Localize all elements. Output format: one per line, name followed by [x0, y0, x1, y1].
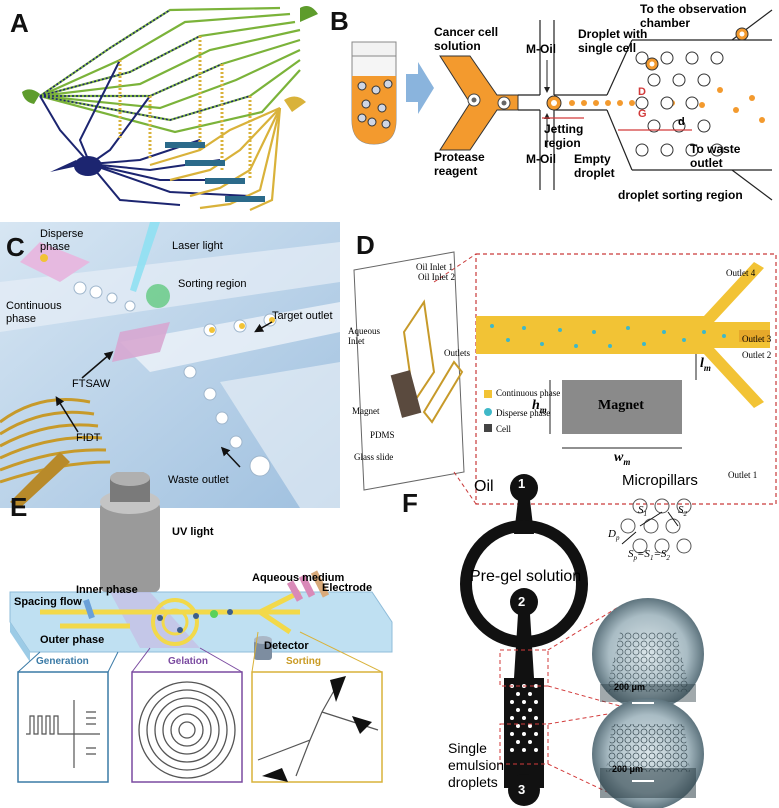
label-sp-equation: Sp=S1=S2 [628, 548, 670, 562]
label-dp-main: D [608, 528, 616, 540]
label-m-oil-top: M-Oil [526, 42, 556, 56]
label-jetting-region: Jetting region [544, 122, 584, 150]
panel-a: A [0, 0, 322, 212]
label-sorting-region: Sorting region [178, 278, 247, 290]
label-outlet-4: Outlet 4 [726, 268, 756, 278]
label-hm-main: h [532, 398, 540, 413]
label-waste-outlet: Waste outlet [168, 474, 229, 486]
label-dp: Dp [608, 528, 619, 542]
label-sp-sub: p [633, 554, 638, 563]
label-lm: lm [700, 356, 711, 373]
label-magnet-big: Magnet [598, 398, 644, 413]
label-spacing-flow: Spacing flow [14, 596, 82, 608]
label-hm-sub: m [539, 404, 547, 415]
label-sp-sub1: 1 [649, 554, 654, 563]
label-wm-main: w [614, 450, 624, 465]
label-sorting: Sorting [286, 656, 321, 667]
label-scale-bar-1: 200 μm [614, 682, 646, 692]
label-to-observation-chamber: To the observation chamber [640, 2, 747, 30]
label-cancer-cell-solution: Cancer cell solution [434, 25, 499, 53]
label-wm: wm [614, 450, 630, 467]
label-continuous-phase: Continuous phase [6, 300, 62, 325]
legend-disperse-phase: Disperse phase [496, 408, 551, 418]
label-hm: hm [532, 398, 547, 415]
label-sp-rest2: =S [653, 548, 667, 560]
label-sp-sub2: 2 [666, 554, 670, 563]
panel-b: B [322, 0, 779, 212]
legend-continuous-phase: Continuous phase [496, 388, 561, 398]
panel-b-droplet-sorting-diagram [351, 9, 773, 201]
label-outlets: Outlets [444, 348, 470, 358]
panel-c-saw-sorting-illustration [0, 222, 340, 508]
label-magnet-small: Magnet [352, 406, 380, 416]
label-glass-slide: Glass slide [354, 452, 394, 462]
label-gelation: Gelation [168, 656, 209, 667]
label-aqueous-inlet: Aqueous Inlet [348, 326, 380, 346]
label-detector: Detector [264, 640, 309, 652]
label-pre-gel-solution: Pre-gel solution [470, 568, 582, 585]
label-outlet-1: Outlet 1 [728, 470, 758, 480]
label-dim-g: G [638, 108, 647, 120]
label-sp-rest: =S [637, 548, 650, 560]
label-empty-droplet: Empty droplet [574, 152, 615, 180]
panel-d: D Oil Inlet 1 Oil Inlet 2 Aqueous Inle [344, 222, 779, 508]
label-oil: Oil [474, 478, 494, 495]
panel-c: C [0, 222, 340, 508]
label-disperse-phase: Disperse phase [40, 228, 84, 253]
label-inner-phase: Inner phase [76, 584, 138, 596]
panel-f: F [400, 472, 779, 808]
label-s1: S1 [638, 504, 647, 518]
panel-d-magnetic-sorting-chip [353, 251, 777, 505]
label-fidt: FIDT [76, 432, 101, 444]
label-laser-light: Laser light [172, 240, 223, 252]
label-uv-light: UV light [172, 526, 214, 538]
panel-f-letter: F [402, 488, 418, 518]
label-oil-inlet-2: Oil Inlet 2 [418, 272, 455, 282]
panel-a-letter: A [10, 8, 29, 38]
label-sp-main: S [628, 548, 634, 560]
legend-cell: Cell [496, 424, 511, 434]
label-s1-sub: 1 [643, 510, 648, 519]
label-outlet-3: Outlet 3 [742, 334, 772, 344]
panel-e-hydrogel-bead-chip [9, 472, 393, 783]
label-aqueous-medium: Aqueous medium [252, 572, 345, 584]
label-oil-inlet-1: Oil Inlet 1 [416, 262, 453, 272]
label-lm-sub: m [703, 362, 711, 373]
label-dim-d-lower: d [678, 116, 685, 128]
panel-e: E [0, 472, 395, 808]
label-target-outlet: Target outlet [272, 310, 333, 322]
label-outlet-3: 3 [518, 782, 526, 797]
label-outlet-2: Outlet 2 [742, 350, 772, 360]
panel-d-letter: D [356, 230, 375, 260]
panel-f-micropillar-device [460, 474, 704, 808]
label-pdms: PDMS [370, 430, 395, 440]
label-electrode: Electrode [322, 582, 373, 594]
label-s2-sub: 2 [683, 510, 688, 519]
label-single-emulsion-droplets: Single emulsion droplets [448, 740, 505, 790]
panel-a-microfluidic-network [22, 6, 318, 212]
label-m-oil-bottom: M-Oil [526, 152, 556, 166]
label-droplet-sorting-region: droplet sorting region [618, 188, 743, 202]
label-inlet-1: 1 [518, 476, 526, 491]
label-s2: S2 [678, 504, 687, 518]
label-micropillars: Micropillars [622, 472, 698, 489]
label-scale-bar-2: 200 μm [612, 764, 644, 774]
label-droplet-with-single-cell: Droplet with single cell [578, 27, 648, 55]
label-to-waste-outlet: To waste outlet [690, 142, 741, 170]
label-s2-main: S [678, 504, 684, 516]
label-ftsaw: FTSAW [72, 378, 111, 390]
label-generation: Generation [36, 656, 89, 667]
label-s1-main: S [638, 504, 644, 516]
panel-c-letter: C [6, 232, 25, 262]
panel-e-letter: E [10, 492, 28, 522]
panel-b-letter: B [330, 6, 349, 36]
label-wm-sub: m [623, 456, 631, 467]
label-outer-phase: Outer phase [40, 634, 105, 646]
label-inlet-2: 2 [518, 594, 526, 609]
label-dp-sub: p [615, 534, 620, 543]
label-lm-main: l [700, 356, 704, 371]
label-dim-d-upper: D [638, 86, 646, 98]
label-protease-reagent: Protease reagent [434, 150, 485, 178]
